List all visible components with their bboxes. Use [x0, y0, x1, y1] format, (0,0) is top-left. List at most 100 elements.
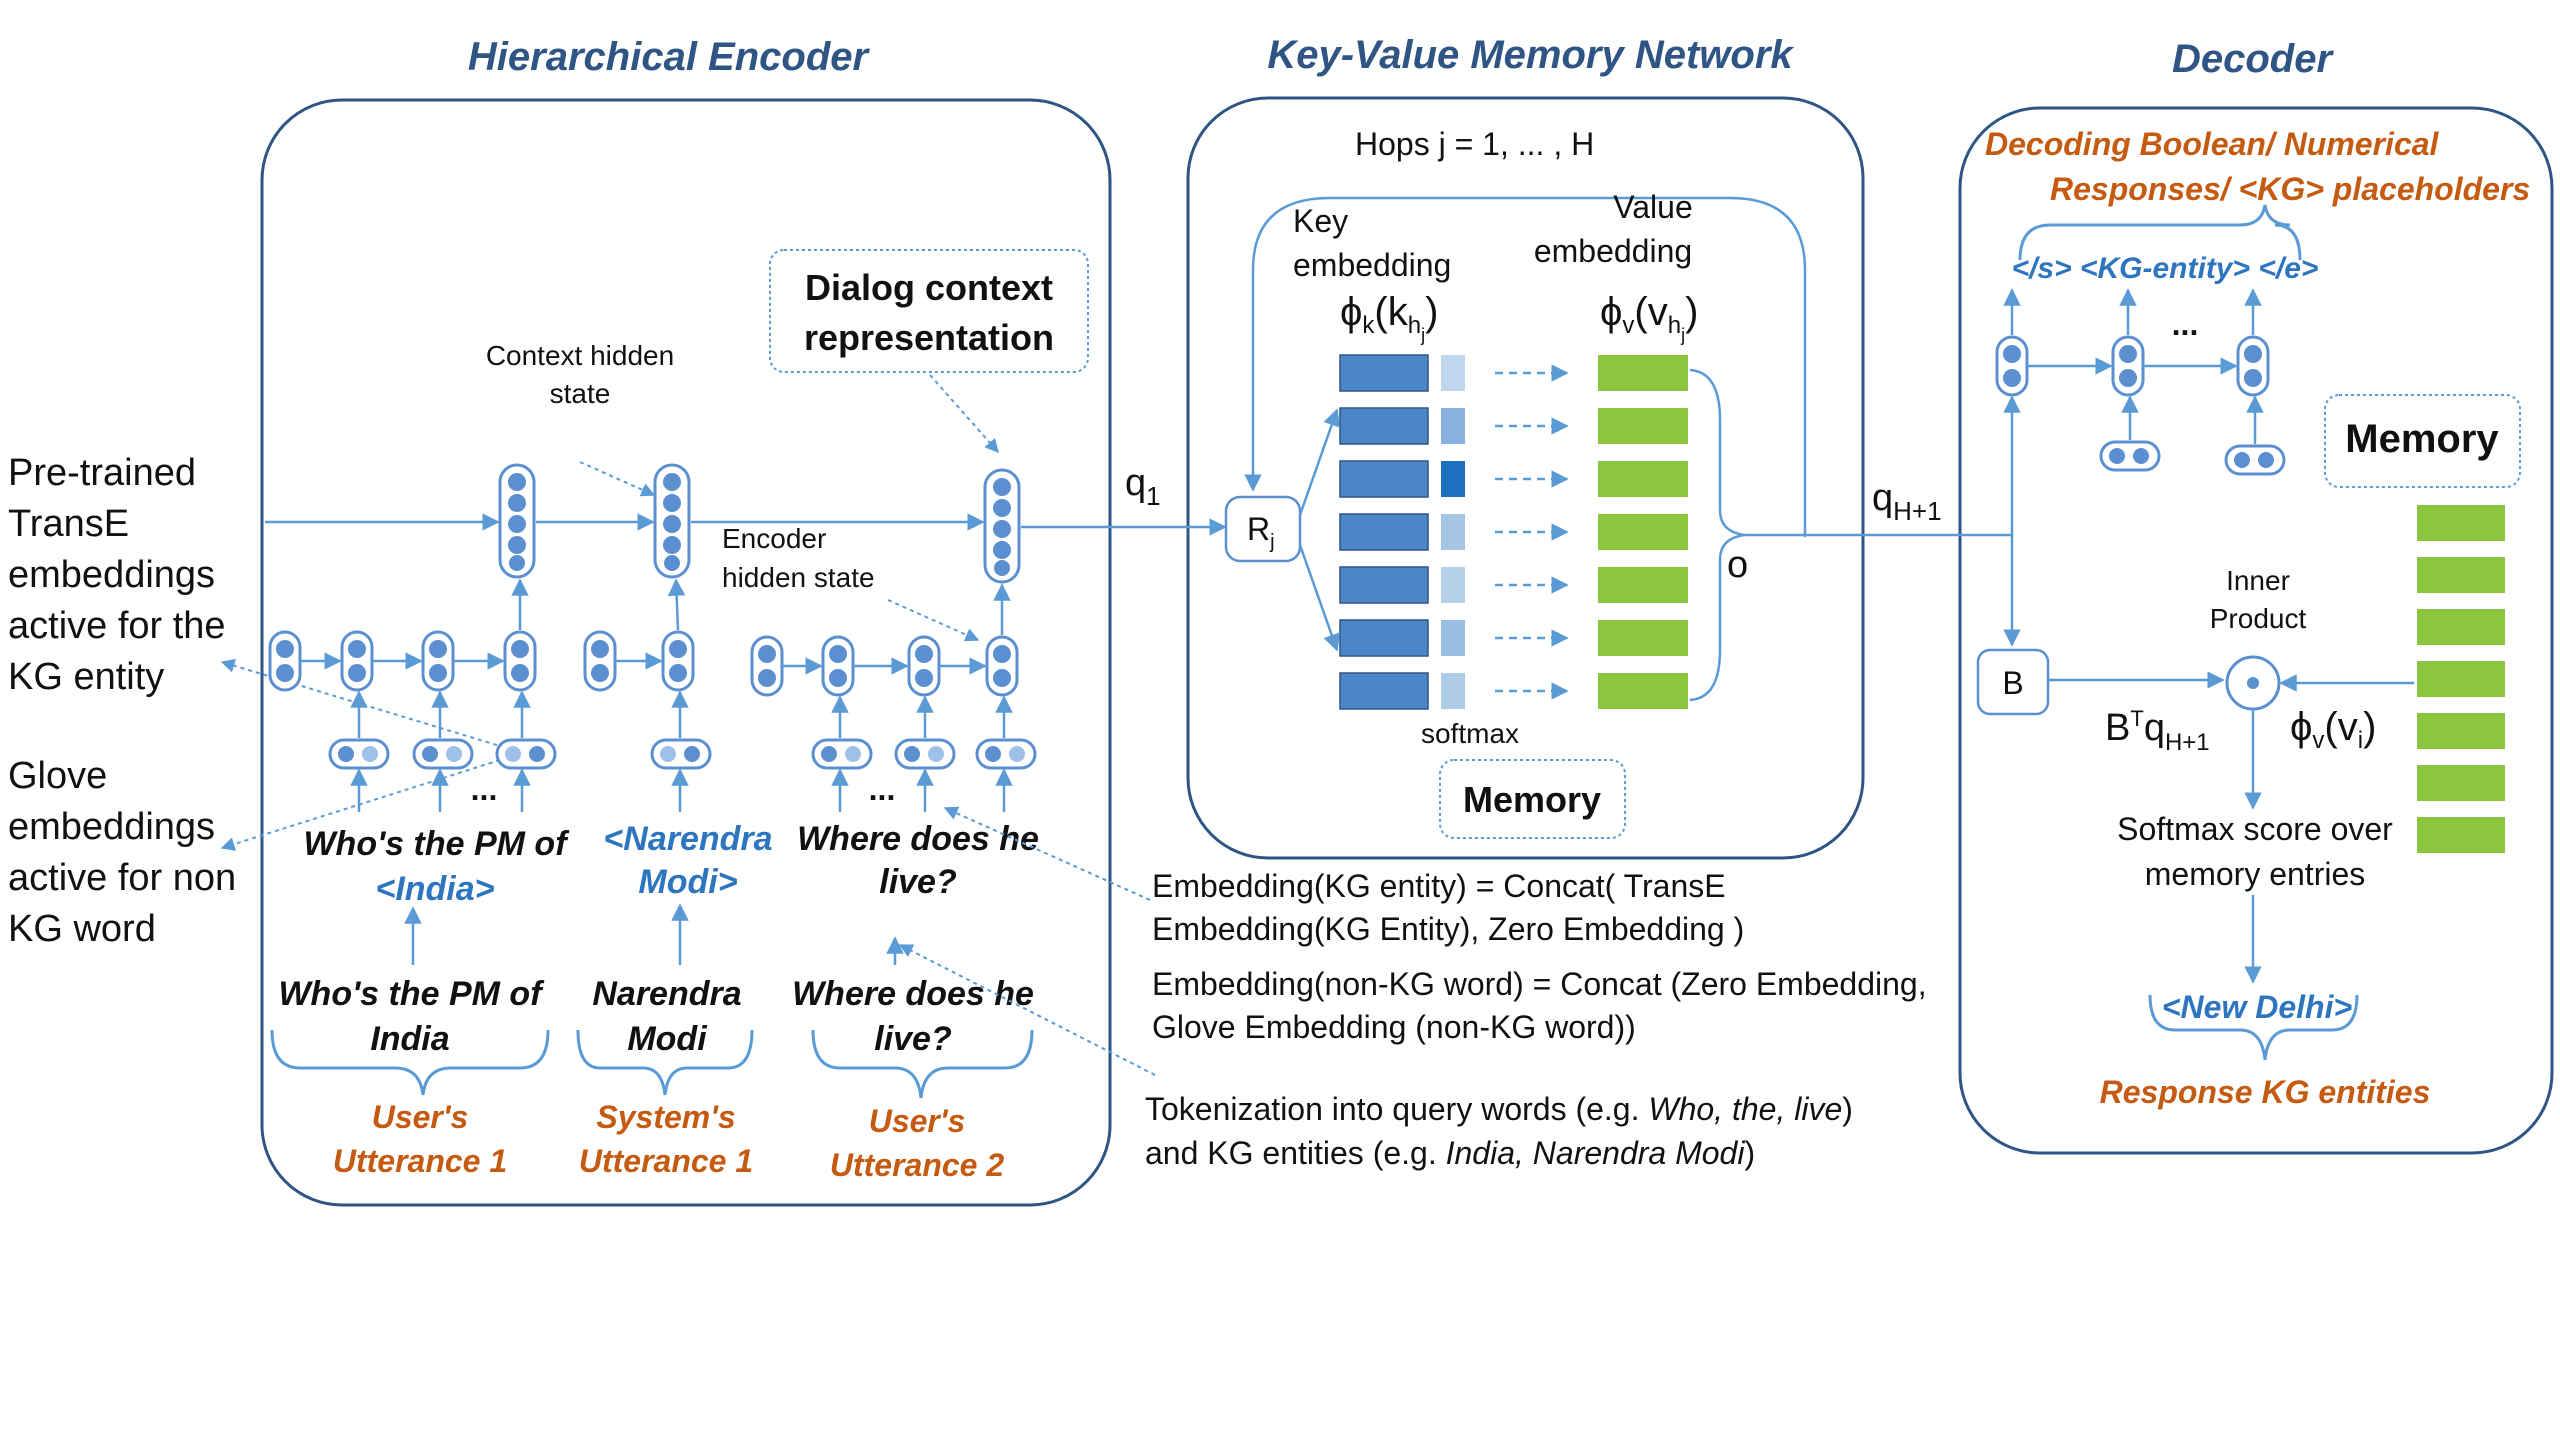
decoder-brace-bottom [2148, 994, 2359, 1061]
kvmn-memory-box [1439, 759, 1626, 839]
svg-text:embeddings: embeddings [8, 554, 215, 596]
softmax-score-label-2: memory entries [2145, 856, 2366, 892]
inner-product-label-2: Product [2210, 603, 2307, 634]
value-embedding-block [1598, 514, 1688, 550]
svg-text:Pre-trained: Pre-trained [8, 452, 196, 494]
speaker-label-3-2: Utterance 2 [830, 1147, 1005, 1183]
embedding-note-kg: Embedding(KG entity) = Concat( TransE [1152, 868, 1726, 904]
query-utterance-1: Who's the PM of [303, 825, 570, 863]
decoder-memory-entry [2417, 609, 2505, 645]
key-embedding-block [1339, 460, 1429, 498]
query-utterance-3-2: live? [879, 863, 957, 901]
context-rnn [498, 463, 1021, 584]
brace-1 [270, 1029, 550, 1096]
inner-product-label: Inner [2226, 565, 2290, 596]
value-embedding-block [1598, 461, 1688, 497]
ellipsis-1: ... [471, 771, 498, 807]
ellipsis-3: ... [869, 771, 896, 807]
dialog-context-label-2: representation [804, 317, 1054, 358]
decoder-memory-box [2324, 394, 2521, 488]
decoder-memory-entries [2417, 505, 2505, 853]
raw-utterance-2-2: Modi [627, 1020, 708, 1058]
value-embedding-block [1598, 355, 1688, 391]
response-kg-label: Response KG entities [2100, 1074, 2431, 1110]
encoder-panel [260, 98, 1112, 1207]
hops-label: Hops j = 1, ... , H [1355, 126, 1594, 162]
raw-utterance-3-2: live? [874, 1020, 952, 1058]
context-hidden-label: Context hidden [486, 340, 674, 371]
decoder-memory-entry [2417, 713, 2505, 749]
attention-weight-cell [1441, 514, 1465, 550]
decoder-tokens: </s> <KG-entity> </e> [2012, 252, 2319, 285]
speaker-label-1-2: Utterance 1 [333, 1143, 507, 1179]
raw-utterance-1: Who's the PM of [278, 975, 545, 1013]
tokenization-note-2: and KG entities (e.g. India, Narendra Mo… [1145, 1135, 1755, 1171]
r-label: Rj [1247, 511, 1275, 553]
attention-weight-cell [1441, 673, 1465, 709]
query-utterance-2-kg: <Narendra [603, 820, 772, 858]
q1-label: q1 [1125, 462, 1161, 511]
svg-text:KG word: KG word [8, 908, 156, 950]
decoder-ellipsis: ... [2172, 306, 2199, 342]
r-node [1224, 495, 1302, 563]
value-brace [1689, 368, 1746, 702]
decoder-header: Decoder [2172, 37, 2334, 81]
decoder-memory-entry [2417, 661, 2505, 697]
context-hidden-label-2: state [550, 378, 611, 409]
phi-k-label: ϕk(khj) [1340, 290, 1438, 345]
decoder-memory-entry [2417, 765, 2505, 801]
dialog-context-label: Dialog context [805, 267, 1053, 308]
query-utterance-1-kg: <India> [375, 870, 494, 908]
decoder-panel [1958, 106, 2554, 1155]
glove-note: Glove embeddings active for non KG word [8, 755, 236, 950]
svg-text:active for the: active for the [8, 605, 226, 647]
hop-loop [1244, 196, 1807, 537]
decoder-memory-entry [2417, 505, 2505, 541]
speaker-label-1: User's [372, 1099, 469, 1135]
utterance-rnn-1 [268, 578, 557, 812]
glove-pointer [220, 759, 501, 851]
dialog-context-box [769, 249, 1089, 373]
o-label: o [1727, 544, 1748, 586]
value-embedding-block [1598, 620, 1688, 656]
decoder-memory-label: Memory [2345, 417, 2499, 461]
phi-v-label: ϕv(vhj) [1600, 290, 1698, 345]
value-embedding-block [1598, 673, 1688, 709]
encoder-hidden-label-2: hidden state [722, 562, 875, 593]
kvmn-memory-label: Memory [1463, 779, 1601, 820]
decoder-memory-entry [2417, 817, 2505, 853]
qh1-label: qH+1 [1872, 477, 1942, 526]
decoder-rnn [1995, 288, 2286, 476]
key-embedding-block [1339, 407, 1429, 445]
softmax-score-label: Softmax score over [2117, 811, 2393, 847]
new-delhi-label: <New Delhi> [2162, 989, 2352, 1025]
svg-text:Glove: Glove [8, 755, 107, 797]
embedding-note-nonkg: Embedding(non-KG word) = Concat (Zero Em… [1152, 966, 1927, 1002]
svg-text:active for non: active for non [8, 857, 236, 899]
value-embedding-label-2: embedding [1534, 233, 1692, 269]
raw-utterance-3: Where does he [792, 975, 1034, 1013]
attention-weight-cell [1441, 461, 1465, 497]
utterance-rnn-2 [583, 578, 712, 812]
raw-utterance-2: Narendra [592, 975, 741, 1013]
speaker-label-2-2: Utterance 1 [579, 1143, 753, 1179]
transe-note: Pre-trained TransE embeddings active for… [8, 452, 226, 698]
softmax-label: softmax [1421, 718, 1519, 749]
decoding-title: Decoding Boolean/ Numerical [1985, 126, 2440, 162]
svg-text:q1: q1 [1125, 462, 1161, 511]
value-embedding-block [1598, 567, 1688, 603]
value-embedding-block [1598, 408, 1688, 444]
tokenization-note: Tokenization into query words (e.g. Who,… [1145, 1091, 1853, 1127]
attention-weight-cell [1441, 620, 1465, 656]
embedding-note-kg-2: Embedding(KG Entity), Zero Embedding ) [1152, 911, 1744, 947]
svg-text:embeddings: embeddings [8, 806, 215, 848]
decoder-memory-entry [2417, 557, 2505, 593]
kvmn-panel [1186, 96, 1865, 860]
attention-weight-cell [1441, 355, 1465, 391]
btq-label: BTqH+1 [2105, 706, 2210, 756]
key-embedding-block [1339, 619, 1429, 657]
key-embedding-label-2: embedding [1293, 247, 1451, 283]
utterance-rnn-3 [750, 583, 1037, 812]
kvmn-header: Key-Value Memory Network [1267, 33, 1794, 77]
